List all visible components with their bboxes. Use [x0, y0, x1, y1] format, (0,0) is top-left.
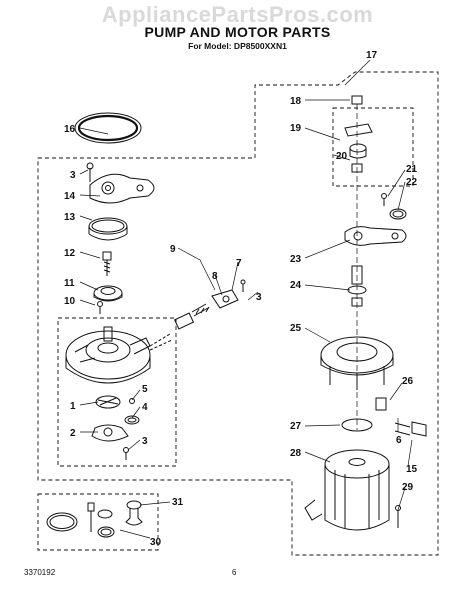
part-6-15-sensor	[394, 421, 427, 437]
part-16-ring	[74, 112, 142, 144]
part-30-31-seal-kit	[46, 500, 143, 538]
part-13-gasket	[88, 217, 128, 241]
pump-subassembly-box	[57, 317, 177, 467]
watermark: AppliancePartsPros.com	[101, 2, 374, 27]
callout-10: 10	[64, 296, 76, 307]
part-24-shaft-coupling	[347, 265, 367, 307]
group-boundaries	[37, 71, 439, 556]
callout-17: 17	[366, 50, 378, 61]
callout-7: 7	[236, 258, 242, 269]
callout-21: 21	[406, 164, 418, 175]
callout-9: 9	[170, 244, 176, 255]
part-3-screw	[86, 162, 94, 182]
callout-26: 26	[402, 376, 414, 387]
part-22-ring	[389, 208, 407, 220]
callout-24: 24	[290, 280, 302, 291]
part-25-motor-mount	[320, 336, 394, 390]
pump-housing	[65, 326, 151, 384]
part-14-cover	[89, 173, 155, 204]
callout-30: 30	[150, 537, 162, 548]
part-1-impeller	[95, 395, 121, 409]
seal-kit-box	[37, 493, 159, 551]
callout-27: 27	[290, 421, 302, 432]
diagram-title: PUMP AND MOTOR PARTS	[144, 24, 331, 40]
part-27-disc	[341, 418, 373, 432]
callout-14: 14	[64, 191, 76, 202]
part-12-bolt	[102, 251, 112, 276]
callout-25: 25	[290, 323, 302, 334]
callout-5: 5	[142, 384, 148, 395]
main-boundary	[37, 71, 439, 556]
callout-18: 18	[290, 96, 302, 107]
part-29-screw	[395, 505, 401, 528]
part-3-lower-screw	[123, 447, 129, 460]
callout-2: 2	[70, 428, 76, 439]
document-number: 3370192	[24, 568, 56, 577]
callout-3a: 3	[70, 170, 76, 181]
callout-11: 11	[64, 278, 75, 289]
callout-6: 6	[396, 435, 402, 446]
callout-28: 28	[290, 448, 302, 459]
callout-3b: 3	[256, 292, 262, 303]
page-number: 6	[232, 568, 237, 577]
callout-12: 12	[64, 248, 76, 259]
callout-1: 1	[70, 401, 76, 412]
callout-31: 31	[172, 497, 184, 508]
callout-23: 23	[290, 254, 302, 265]
part-26-capacitor	[375, 397, 387, 411]
part-21-screw	[381, 193, 387, 206]
impeller-subassembly-box	[332, 107, 414, 187]
part-11-disc	[93, 285, 123, 302]
callout-3c: 3	[142, 436, 148, 447]
callout-20: 20	[336, 151, 348, 162]
callout-15: 15	[406, 464, 418, 475]
callout-16: 16	[64, 124, 76, 135]
callout-29: 29	[402, 482, 414, 493]
callout-4: 4	[142, 402, 148, 413]
part-23-bracket	[344, 226, 407, 246]
part-28-motor	[304, 449, 390, 531]
callout-19: 19	[290, 123, 302, 134]
callout-8: 8	[212, 271, 218, 282]
part-4-5-small-parts	[124, 398, 140, 425]
callout-13: 13	[64, 212, 76, 223]
model-line: For Model: DP8500XXN1	[188, 41, 287, 51]
callout-22: 22	[406, 177, 418, 188]
part-2-base	[91, 424, 129, 442]
part-9-valve-assembly	[149, 279, 246, 351]
part-10-screw	[97, 301, 103, 314]
